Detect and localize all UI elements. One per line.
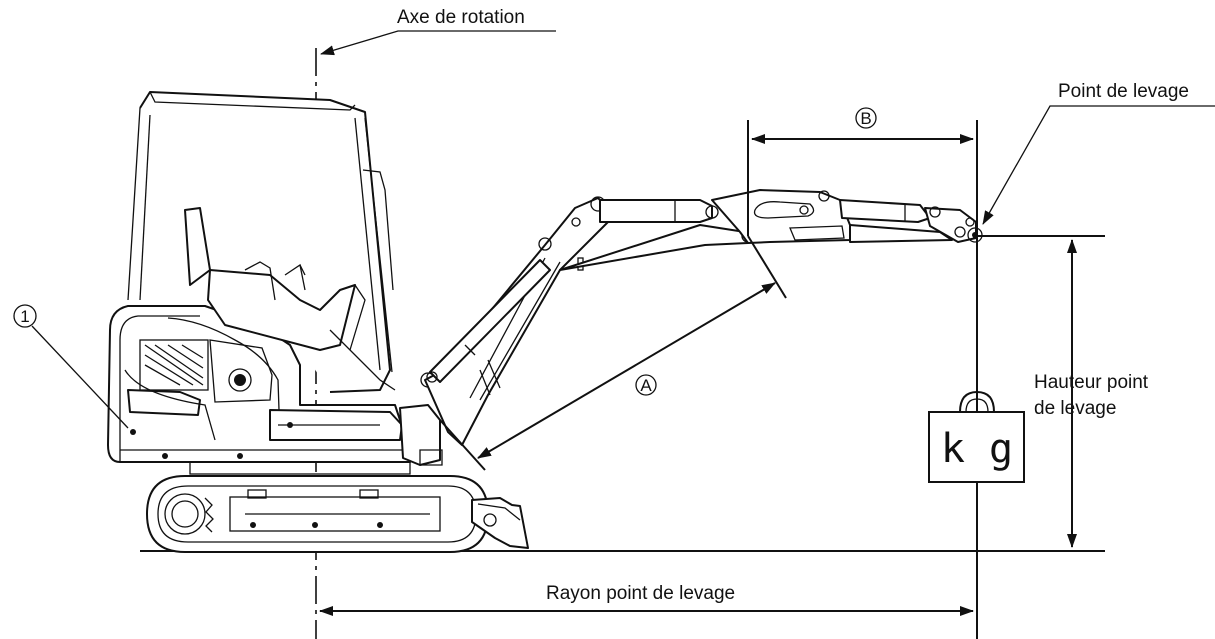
marker-a-circle bbox=[635, 374, 657, 396]
operator-canopy bbox=[127, 91, 396, 393]
marker-b-label: B bbox=[860, 109, 871, 128]
lifting-height-label: Hauteur point bbox=[1034, 372, 1149, 393]
arm bbox=[711, 189, 983, 244]
dozer-blade bbox=[471, 497, 529, 549]
lifting-point-leader bbox=[982, 105, 1215, 225]
lifting-point-label: Point de levage bbox=[1058, 81, 1189, 102]
load-weight bbox=[928, 390, 1025, 483]
track bbox=[146, 475, 489, 553]
load-unit-label: k g bbox=[941, 426, 1013, 472]
lifting-height-label-2: de levage bbox=[1034, 398, 1116, 419]
dimension-a-ext-bottom bbox=[439, 419, 486, 471]
boom bbox=[424, 196, 755, 446]
marker-1-label: 1 bbox=[20, 307, 29, 326]
axis-rotation-leader bbox=[320, 30, 556, 56]
dimension-a-arrow bbox=[477, 282, 776, 459]
marker-1-leader bbox=[31, 325, 129, 429]
axis-rotation-label: Axe de rotation bbox=[397, 7, 525, 28]
marker-a-label: A bbox=[640, 376, 652, 395]
upper-body bbox=[107, 305, 411, 475]
dimension-a-ext-top bbox=[747, 235, 787, 299]
marker-b-circle bbox=[855, 107, 877, 129]
marker-1-circle bbox=[13, 304, 37, 328]
lifting-radius-label: Rayon point de levage bbox=[546, 583, 735, 604]
